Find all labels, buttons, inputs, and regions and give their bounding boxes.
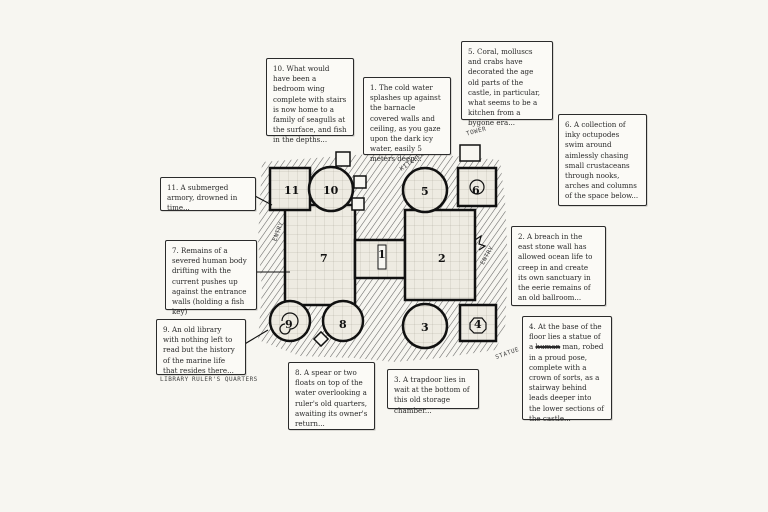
note-room-6: 6. A collection of inky octupodes swim a… — [558, 114, 647, 206]
library-label: LIBRARY — [160, 376, 189, 383]
note-room-4: 4. At the base of the floor lies a statu… — [522, 316, 612, 423]
room-number: 10 — [323, 184, 339, 197]
note-room-8: 8. A spear or two floats on top of the w… — [288, 362, 375, 430]
east-wing — [401, 144, 498, 350]
room-number: 3 — [421, 321, 429, 334]
room-number: 6 — [472, 184, 480, 197]
note-room-9: 9. An old library with nothing left to r… — [156, 319, 246, 375]
note-room-10: 10. What would have been a bedroom wing … — [266, 58, 354, 144]
central-corridor — [353, 238, 407, 280]
note-room-4-text-a: 4. At the base of the floor lies a statu… — [529, 322, 602, 352]
room-number: 9 — [285, 318, 293, 331]
room-number: 1 — [378, 248, 386, 261]
room-number: 4 — [474, 318, 482, 331]
note-room-7: 7. Remains of a severed human body drift… — [165, 240, 257, 316]
annotation-arrows — [242, 194, 290, 346]
room-number: 2 — [438, 252, 446, 265]
note-room-2: 2. A breach in the east stone wall has a… — [511, 226, 606, 306]
room-number: 5 — [421, 185, 429, 198]
note-room-4-text-b: man, robed in a proud pose, complete wit… — [529, 342, 604, 423]
note-room-4-struck: human — [535, 342, 561, 352]
note-room-1: 1. The cold water splashes up against th… — [363, 77, 451, 163]
note-room-3: 3. A trapdoor lies in wait at the bottom… — [387, 369, 479, 415]
room-number: 11 — [284, 184, 299, 197]
room-number: 7 — [320, 252, 328, 265]
note-room-11: 11. A submerged armory, drowned in time.… — [160, 177, 256, 212]
room-number: 8 — [339, 318, 347, 331]
note-room-5: 5. Coral, molluscs and crabs have decora… — [461, 41, 553, 127]
ruler-label: RULER'S QUARTERS — [192, 376, 258, 383]
room-numbers: 11 10 7 9 8 1 2 5 6 3 4 — [284, 184, 482, 334]
